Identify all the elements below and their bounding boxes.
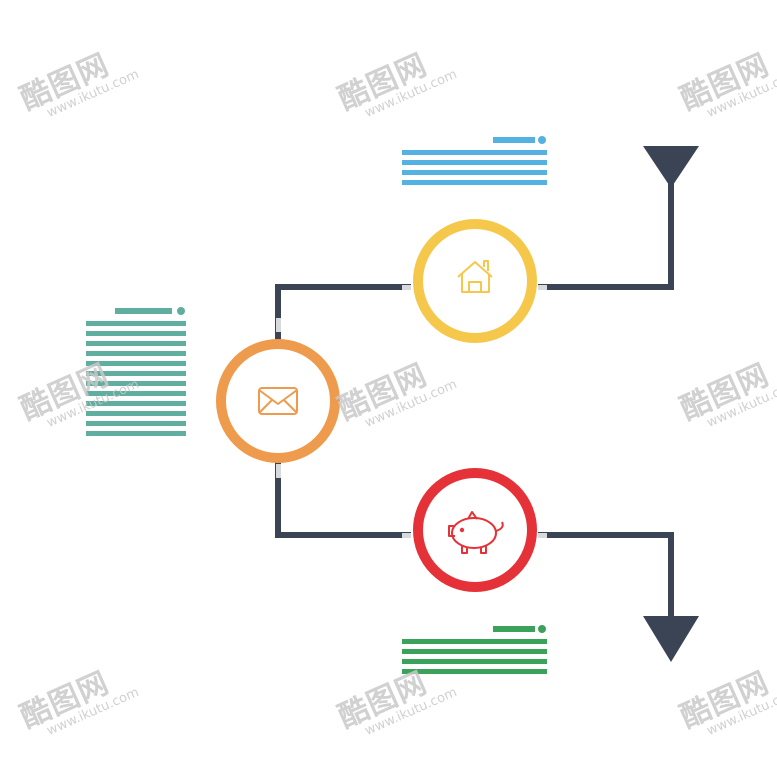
text-line xyxy=(402,170,547,175)
arrow-down-icon xyxy=(643,616,699,662)
text-line xyxy=(86,341,186,346)
piggy-node-circle xyxy=(418,473,532,587)
house-icon xyxy=(457,260,493,293)
text-line xyxy=(402,659,547,664)
text-line xyxy=(86,431,186,436)
piggy-node xyxy=(413,468,537,592)
bullet-dot xyxy=(177,307,185,315)
text-line xyxy=(86,361,186,366)
text-line xyxy=(402,160,547,165)
home-node-ring xyxy=(413,219,537,343)
text-line xyxy=(402,649,547,654)
text-line xyxy=(86,321,186,326)
heading-bar xyxy=(493,137,535,143)
lower-branch-line xyxy=(275,452,674,625)
text-line xyxy=(402,180,547,185)
arrow-up-icon xyxy=(643,146,699,188)
heading-bar xyxy=(493,626,535,632)
text-line xyxy=(86,391,186,396)
connector-stub xyxy=(276,318,281,332)
text-line xyxy=(86,371,186,376)
connector-stub xyxy=(402,285,411,290)
text-line xyxy=(86,411,186,416)
text-block-blue xyxy=(402,136,547,185)
text-line xyxy=(86,331,186,336)
piggy-node-ring xyxy=(413,468,537,592)
text-line xyxy=(86,381,186,386)
mail-node xyxy=(216,339,340,463)
text-line xyxy=(86,421,186,426)
connector-stub xyxy=(276,464,281,478)
connector-stub xyxy=(538,285,547,290)
heading-bar xyxy=(115,308,172,314)
text-line xyxy=(402,669,547,674)
text-line xyxy=(86,351,186,356)
piggy-bank-icon xyxy=(448,511,504,554)
bullet-dot xyxy=(538,136,546,144)
text-line xyxy=(402,150,547,155)
text-block-green xyxy=(402,625,547,674)
text-line xyxy=(86,401,186,406)
connector-lines xyxy=(275,165,674,625)
envelope-icon xyxy=(258,387,298,415)
mail-node-ring xyxy=(216,339,340,463)
text-line xyxy=(402,639,547,644)
connector-stub xyxy=(402,533,411,538)
mail-node-circle xyxy=(221,344,335,458)
bullet-dot xyxy=(538,625,546,633)
text-block-teal xyxy=(86,307,186,436)
home-node xyxy=(413,219,537,343)
connector-stub xyxy=(538,533,547,538)
